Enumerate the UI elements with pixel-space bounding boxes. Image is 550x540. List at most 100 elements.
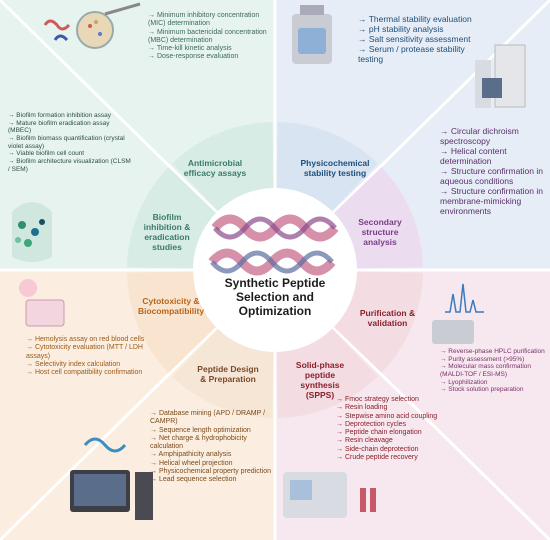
ring-sector-biofilm bbox=[127, 167, 217, 269]
list-item: → Helical wheel projection bbox=[150, 459, 233, 467]
list-item: → Viable biofilm cell count bbox=[8, 150, 85, 158]
list-item: → Fmoc strategy selection bbox=[336, 396, 419, 403]
sector-label-spps: Solid-phase peptide synthesis (SPPS) bbox=[285, 360, 355, 400]
list-item: → Deprotection cycles bbox=[336, 420, 407, 428]
cd-spectrometer-icon bbox=[475, 44, 526, 108]
list-purification: → Reverse-phase HPLC purification→ Purit… bbox=[440, 348, 546, 394]
list-item: → Purity assessment (>95%) bbox=[440, 355, 525, 363]
list-item: → Resin cleavage bbox=[336, 437, 393, 445]
sector-label-line: studies bbox=[152, 242, 182, 253]
list-biofilm: → Biofilm formation inhibition assay→ Ma… bbox=[8, 112, 133, 173]
sector-label-line: Purification & bbox=[359, 308, 416, 318]
list-item: → Physicochemical property prediction bbox=[150, 467, 271, 475]
ring-sector-antimicrobial bbox=[172, 122, 274, 212]
sector-label-line: analysis bbox=[363, 237, 397, 248]
sector-label-design: Peptide Design & Preparation bbox=[183, 364, 273, 384]
sector-label-line: Biofilm bbox=[152, 212, 182, 222]
sector-label-line: structure bbox=[361, 227, 399, 238]
center-title: Synthetic Peptide Selection and Optimiza… bbox=[200, 276, 350, 318]
list-item: → Serum / protease stability testing bbox=[358, 44, 465, 65]
list-item: → Circular dichroism spectroscopy bbox=[440, 126, 519, 147]
list-item: → Helical content determination bbox=[440, 146, 507, 167]
list-item: → Stepwise amino acid coupling bbox=[336, 412, 438, 420]
process-ring bbox=[127, 122, 423, 418]
list-physicochemical: → Thermal stability evaluation→ pH stabi… bbox=[358, 14, 478, 64]
sector-label-line: inhibition & bbox=[143, 222, 191, 233]
list-secondary: → Circular dichroism spectroscopy→ Helic… bbox=[440, 126, 546, 216]
list-item: → Host cell compatibility confirmation bbox=[26, 369, 143, 376]
biofilm-microscopy-icon bbox=[12, 202, 52, 262]
sector-label-line: efficacy assays bbox=[183, 168, 247, 179]
sector-label-secondary: Secondary structure analysis bbox=[350, 217, 410, 247]
list-item: → Molecular mass confirmation (MALDI-TOF… bbox=[440, 363, 532, 378]
list-item: → Resin loading bbox=[336, 404, 388, 412]
list-item: → Database mining (APD / DRAMP / CAMPR) bbox=[150, 410, 266, 426]
list-item: → Sequence length optimization bbox=[150, 426, 251, 434]
synthesizer-icon bbox=[283, 472, 376, 518]
list-item: → Amphipathicity analysis bbox=[150, 451, 232, 459]
hplc-chromatogram-icon bbox=[432, 283, 484, 344]
center-title-line1: Synthetic Peptide bbox=[224, 276, 326, 290]
sector-label-line: Physicochemical bbox=[300, 158, 370, 168]
sector-label-cytotoxicity: Cytotoxicity & Biocompatibility bbox=[126, 296, 216, 316]
list-item: → Biofilm biomass quantification (crysta… bbox=[8, 134, 125, 150]
ring-sector-design bbox=[172, 328, 274, 418]
sector-label-line: stability testing bbox=[303, 168, 367, 179]
petri-dish-pipette-icon bbox=[43, 2, 141, 49]
ring-sector-secondary bbox=[333, 167, 423, 269]
sector-label-line: Secondary bbox=[358, 217, 402, 227]
list-item: → Side-chain deprotection bbox=[336, 445, 419, 453]
list-item: → Lyophilization bbox=[440, 378, 488, 386]
sector-label-antimicrobial: Antimicrobial efficacy assays bbox=[160, 158, 270, 178]
list-item: → Structure confirmation in aqueous cond… bbox=[440, 166, 543, 187]
list-spps: → Fmoc strategy selection→ Resin loading… bbox=[336, 396, 456, 462]
ring-sector-purification bbox=[333, 271, 423, 373]
list-item: → Crude peptide recovery bbox=[336, 453, 418, 461]
ring-sector-physicochemical bbox=[276, 122, 378, 212]
sector-label-line: Cytotoxicity & bbox=[142, 296, 200, 306]
sector-label-line: peptide bbox=[304, 370, 336, 381]
computer-design-icon bbox=[70, 437, 153, 520]
list-design: → Database mining (APD / DRAMP / CAMPR)→… bbox=[150, 410, 280, 484]
list-item: → Mature biofilm eradication assay (MBEC… bbox=[8, 119, 110, 135]
list-item: → Dose-response evaluation bbox=[148, 53, 239, 61]
sector-label-line: Antimicrobial bbox=[187, 158, 243, 168]
list-antimicrobial: → Minimum inhibitory concentration (MIC)… bbox=[148, 12, 268, 62]
list-cytotoxicity: → Hemolysis assay on red blood cells→ Cy… bbox=[26, 336, 146, 377]
peptide-helix-top bbox=[211, 214, 339, 242]
sector-label-line: Peptide Design bbox=[197, 364, 259, 374]
list-item: → Thermal stability evaluation bbox=[358, 14, 472, 24]
sector-label-physicochemical: Physicochemical stability testing bbox=[280, 158, 390, 178]
sector-label-line: (SPPS) bbox=[305, 390, 335, 401]
list-item: → Cytotoxicity evaluation (MTT / LDH ass… bbox=[26, 344, 143, 360]
peptide-helix-bottom bbox=[208, 248, 336, 276]
list-item: → Biofilm architecture visualization (CL… bbox=[8, 157, 131, 173]
list-item: → Selectivity index calculation bbox=[26, 360, 121, 368]
sector-label-line: & Preparation bbox=[200, 374, 256, 385]
list-item: → Salt sensitivity assessment bbox=[358, 34, 471, 45]
list-item: → Minimum inhibitory concentration (MIC)… bbox=[148, 12, 260, 28]
ring-sector-cytotoxicity bbox=[127, 271, 217, 373]
list-item: → Time-kill kinetic analysis bbox=[148, 45, 232, 52]
list-item: → Stock solution preparation bbox=[440, 386, 524, 394]
list-item: → Peptide chain elongation bbox=[336, 429, 422, 436]
list-item: → Lead sequence selection bbox=[150, 476, 237, 483]
sector-label-purification: Purification & validation bbox=[350, 308, 425, 328]
center-title-line2: Selection and Optimization bbox=[235, 290, 315, 319]
list-item: → Structure confirmation in membrane-mim… bbox=[440, 186, 543, 217]
well-plate-icon bbox=[19, 279, 65, 327]
sector-label-line: Solid-phase bbox=[295, 360, 345, 370]
list-item: → Net charge & hydrophobicity calculatio… bbox=[150, 434, 247, 450]
sector-label-line: Biocompatibility bbox=[137, 306, 205, 317]
list-item: → Minimum bactericidal concentration (MB… bbox=[148, 28, 267, 44]
sector-label-line: eradication bbox=[144, 232, 190, 243]
sector-label-biofilm: Biofilm inhibition & eradication studies bbox=[132, 212, 202, 252]
ring-sector-spps bbox=[276, 328, 378, 418]
sector-label-line: validation bbox=[367, 318, 408, 329]
stability-instrument-icon bbox=[292, 5, 332, 64]
sector-label-line: synthesis bbox=[300, 380, 340, 391]
list-item: → Hemolysis assay on red blood cells bbox=[26, 336, 145, 343]
list-item: → Reverse-phase HPLC purification bbox=[440, 348, 545, 355]
list-item: → pH stability analysis bbox=[358, 24, 444, 35]
